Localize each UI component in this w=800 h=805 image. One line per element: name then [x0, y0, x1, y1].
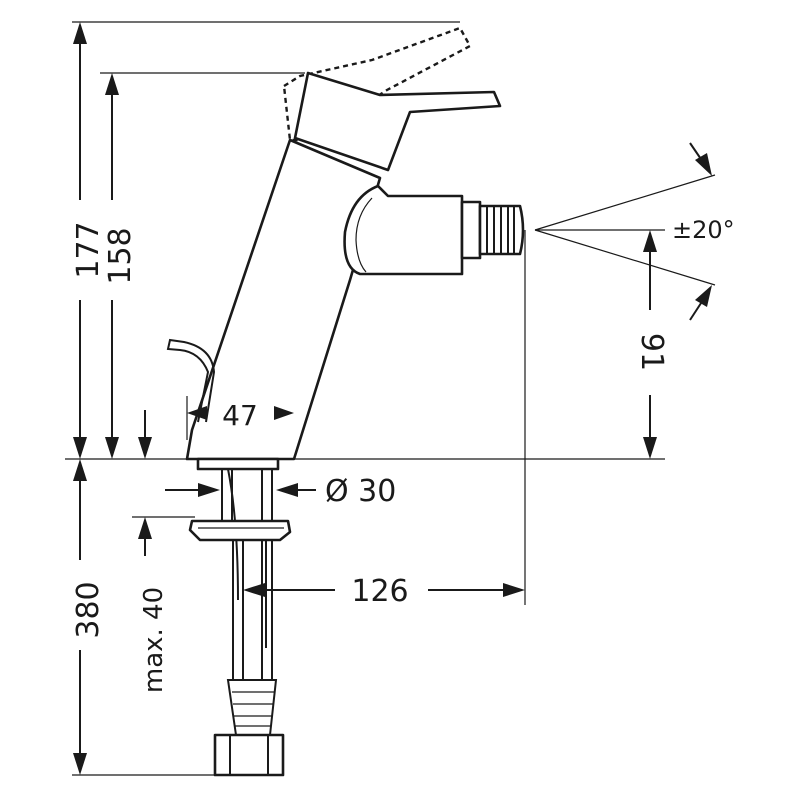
- label-max-40: max. 40: [139, 587, 169, 693]
- dimension-380: 380: [71, 459, 106, 775]
- dimension-angle: ±20°: [672, 142, 735, 321]
- label-47: 47: [222, 399, 258, 432]
- dimension-158: 158: [103, 73, 138, 459]
- faucet-body: [166, 26, 525, 471]
- dimension-91: 91: [634, 230, 669, 459]
- label-126: 126: [351, 574, 408, 609]
- dimension-max-40: max. 40: [138, 517, 169, 693]
- label-angle: ±20°: [672, 216, 735, 244]
- dimension-177: 177: [71, 22, 106, 459]
- label-158: 158: [103, 227, 138, 284]
- label-diameter-30: Ø 30: [325, 474, 396, 509]
- dimension-126: 126: [243, 574, 525, 609]
- label-380: 380: [71, 581, 106, 638]
- label-177: 177: [71, 221, 106, 278]
- dimension-deck-thickness: [138, 410, 152, 459]
- dimension-diameter-30: Ø 30: [165, 474, 396, 509]
- mounting-parts: [188, 468, 292, 777]
- dimension-47: 47: [187, 399, 294, 432]
- label-91: 91: [634, 333, 669, 371]
